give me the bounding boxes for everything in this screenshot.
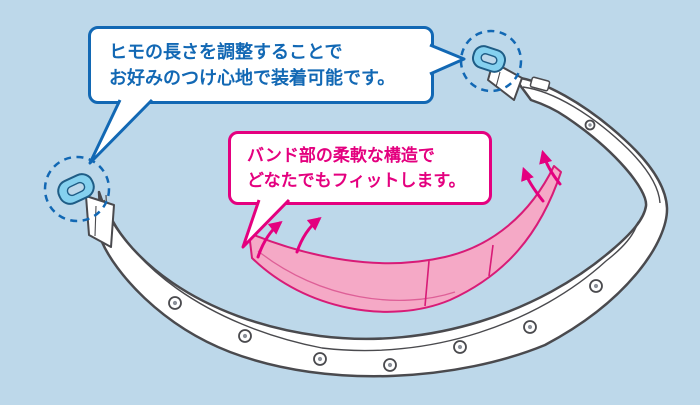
callout-string-adjust-line2: お好みのつけ心地で装着可能です。: [109, 68, 396, 89]
rivet: [383, 358, 397, 372]
dashed-highlight-circle-left: [43, 155, 111, 223]
band-strap-loop: [529, 76, 551, 92]
rivet: [453, 340, 467, 354]
rivet: [523, 320, 537, 334]
headband-band-body: [97, 75, 669, 378]
flex-arrow-right-2: [539, 149, 562, 186]
callout-band-flex-line2: どなたでもフィットします。: [247, 171, 466, 191]
headband-band: [97, 75, 669, 378]
flex-band: [248, 165, 562, 313]
rivet: [584, 119, 596, 131]
flex-band-surface: [248, 165, 562, 313]
rivet: [589, 279, 603, 293]
left-strap: [85, 195, 115, 248]
flex-band-fold-1: [424, 260, 430, 307]
band-rim-far: [522, 86, 661, 204]
flex-arrow-right-1: [521, 166, 545, 203]
flex-band-fold-2: [488, 244, 494, 277]
rivet: [168, 296, 182, 310]
flex-band-crease: [257, 250, 456, 301]
band-rivets: [168, 119, 603, 372]
right-strap-stitch: [495, 71, 501, 88]
callout-band-flex-line1: バンド部の柔軟な構造で: [247, 146, 435, 166]
callout-string-adjust: ヒモの長さを調整することで お好みのつけ心地で装着可能です。: [88, 26, 434, 104]
callout-string-adjust-line1: ヒモの長さを調整することで: [109, 42, 343, 63]
flex-arrow-left-2: [295, 216, 322, 254]
band-rim-front: [103, 199, 639, 352]
left-strap-assembly: [57, 173, 115, 248]
left-strap-hook: [57, 173, 95, 205]
left-strap-stitch: [94, 205, 97, 237]
right-strap-hook: [471, 45, 507, 73]
rivet: [313, 352, 327, 366]
right-strap-assembly: [471, 45, 523, 101]
rivet: [238, 329, 252, 343]
callout-band-flex: バンド部の柔軟な構造で どなたでもフィットします。: [228, 131, 492, 205]
